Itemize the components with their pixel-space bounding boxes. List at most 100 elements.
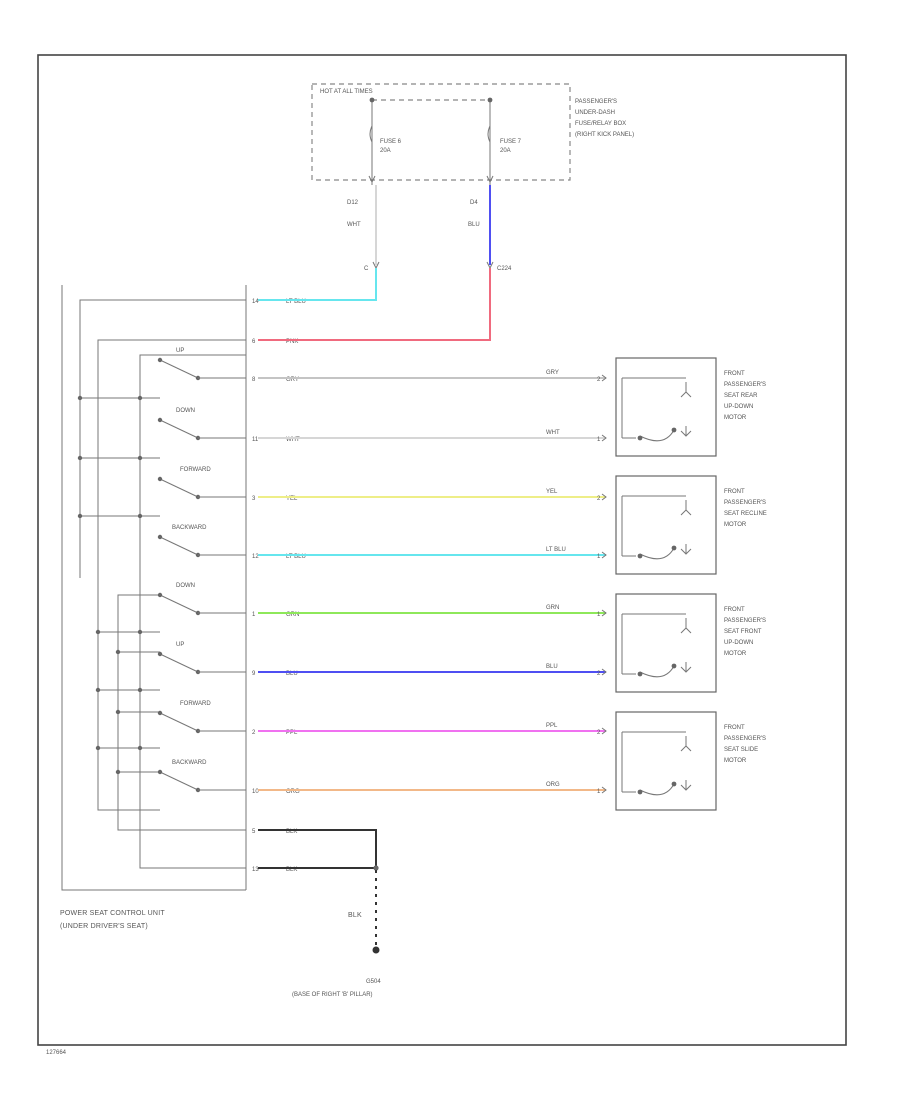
fuse-7-symbol — [487, 125, 491, 143]
wire-color-right: LT BLU — [546, 547, 566, 553]
connector-pin-14: 14 — [252, 299, 259, 305]
wire-color-left: ORG — [286, 789, 300, 795]
motor-down-icon — [680, 426, 692, 437]
motor-label-line: FRONT — [724, 607, 745, 613]
fuse-7-wire-color: BLU — [468, 222, 480, 228]
motor-box — [615, 711, 717, 811]
wire-color-left: LT BLU — [286, 554, 306, 560]
wire-color-right: ORG — [546, 782, 560, 788]
wire-color-right: BLU — [546, 664, 558, 670]
ground-location: (BASE OF RIGHT 'B' PILLAR) — [292, 992, 373, 998]
fuse-box-outline — [311, 83, 571, 181]
wire-color-right: GRN — [546, 605, 559, 611]
fuse-box-label-4: (RIGHT KICK PANEL) — [575, 132, 634, 138]
motor-label-line: SEAT SLIDE — [724, 747, 758, 753]
motor-label-line: UP-DOWN — [724, 404, 753, 410]
seat-motor-2: FRONT PASSENGER'S SEAT RECLINE MOTOR — [615, 475, 767, 575]
wire-color-left: LT BLU — [286, 299, 306, 305]
motor-pin: 2 — [597, 671, 601, 677]
control-unit-label-1: POWER SEAT CONTROL UNIT — [60, 910, 165, 917]
connector-pin-2: 2 — [252, 730, 256, 736]
motor-label-line: UP-DOWN — [724, 640, 753, 646]
wire-color-left: BLK — [286, 829, 297, 835]
connector-pin-1: 1 — [252, 612, 256, 618]
motor-label-line: PASSENGER'S — [724, 382, 766, 388]
motor-up-icon — [680, 618, 692, 634]
junction-left-label: C — [364, 266, 369, 272]
connector-pin-5: 5 — [252, 829, 256, 835]
motor-pin: 1 — [597, 789, 601, 795]
motor-box — [615, 593, 717, 693]
motor-label-line: MOTOR — [724, 415, 747, 421]
connector-pin-9: 9 — [252, 671, 256, 677]
motor-pin: 1 — [597, 554, 601, 560]
wire-color-left: BLK — [286, 867, 297, 873]
switch-group: UPDOWNFORWARDBACKWARDDOWNUPFORWARDBACKWA… — [157, 348, 211, 793]
ground-name: G504 — [366, 979, 381, 985]
motor-label-line: FRONT — [724, 725, 745, 731]
motor-label-line: FRONT — [724, 489, 745, 495]
fuse-box-label-2: UNDER-DASH — [575, 110, 615, 116]
fuse-7-name: FUSE 7 — [500, 139, 522, 145]
motor-label-line: PASSENGER'S — [724, 500, 766, 506]
motor-label-line: SEAT REAR — [724, 393, 758, 399]
wire-color-right: PPL — [546, 723, 558, 729]
motor-box — [615, 475, 717, 575]
seat-motor-1: FRONT PASSENGER'S SEAT REAR UP-DOWN MOTOR — [615, 357, 766, 457]
motor-box — [615, 357, 717, 457]
motor-pin: 2 — [597, 730, 601, 736]
switch-label-forward: FORWARD — [180, 467, 211, 473]
motor-label-line: SEAT FRONT — [724, 629, 762, 635]
fuse-6-output-wire — [258, 268, 377, 301]
fuse-7-terminal: D4 — [470, 200, 478, 206]
fuse-box-label-3: FUSE/RELAY BOX — [575, 121, 626, 127]
motor-label-line: FRONT — [724, 371, 745, 377]
wire-color-left: GRY — [286, 377, 299, 383]
fuse-7-amps: 20A — [500, 148, 511, 154]
connector-pin-11: 11 — [252, 437, 259, 443]
junction-right-label: C224 — [497, 266, 512, 272]
motor-pin: 2 — [597, 496, 601, 502]
fuse-box-header: HOT AT ALL TIMES — [320, 89, 373, 95]
switch-label-up: UP — [176, 348, 184, 354]
motor-label-line: MOTOR — [724, 651, 747, 657]
motor-label-line: MOTOR — [724, 522, 747, 528]
wire-color-right: GRY — [546, 370, 559, 376]
wire-color-left: WHT — [286, 437, 300, 443]
motor-down-icon — [680, 780, 692, 791]
switch-label-down: DOWN — [176, 583, 195, 589]
diagram-frame — [37, 54, 847, 1046]
ground-circuit: BLK G504 (BASE OF RIGHT 'B' PILLAR) — [258, 829, 381, 998]
wire-color-left: BLU — [286, 671, 298, 677]
wire-color-right: YEL — [546, 489, 558, 495]
switch-label-forward: FORWARD — [180, 701, 211, 707]
motor-pin: 1 — [597, 437, 601, 443]
control-unit-label-2: (UNDER DRIVER'S SEAT) — [60, 923, 148, 930]
connector-pin-6: 6 — [252, 339, 256, 345]
ground-wire-color: BLK — [348, 912, 362, 919]
motor-label-line: SEAT RECLINE — [724, 511, 767, 517]
fuse-7-output-wire — [258, 268, 491, 341]
motor-up-icon — [680, 382, 692, 398]
ground-symbol — [372, 946, 380, 954]
wire-color-left: YEL — [286, 496, 298, 502]
fuse-box-label-1: PASSENGER'S — [575, 99, 617, 105]
connector-pin-13: 13 — [252, 867, 259, 873]
motor-label-line: MOTOR — [724, 758, 747, 764]
connector-pin-3: 3 — [252, 496, 256, 502]
connector-pin-12: 12 — [252, 554, 259, 560]
motor-up-icon — [680, 736, 692, 752]
power-seat-control-unit: POWER SEAT CONTROL UNIT (UNDER DRIVER'S … — [60, 285, 247, 930]
wire-color-left: PNK — [286, 339, 298, 345]
motor-down-icon — [680, 544, 692, 555]
switch-label-backward: BACKWARD — [172, 760, 207, 766]
motor-pin: 2 — [597, 377, 601, 383]
motor-up-icon — [680, 500, 692, 516]
motor-pin: 1 — [597, 612, 601, 618]
internal-bus — [77, 299, 246, 869]
